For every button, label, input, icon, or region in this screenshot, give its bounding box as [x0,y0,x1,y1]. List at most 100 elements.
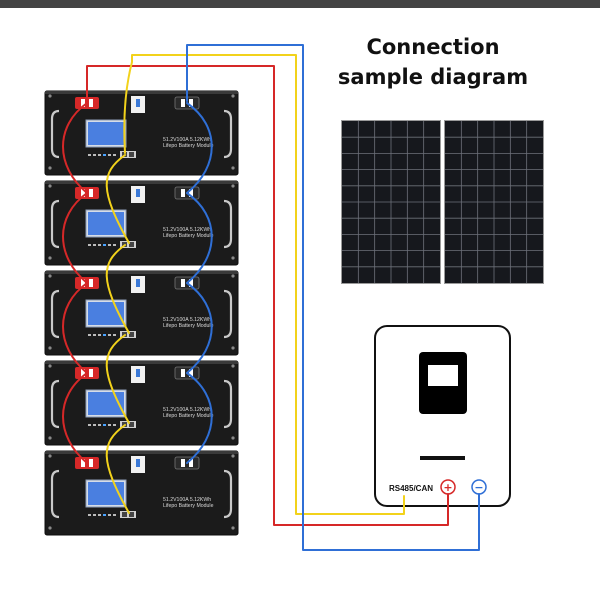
status-led [98,424,101,426]
positive-link-wire [62,282,88,374]
mounting-hole [48,274,52,278]
breaker-lever [136,369,140,377]
negative-link-wire [186,102,213,194]
status-led [113,514,116,516]
terminal-bolt [181,99,185,107]
main-positive-wire [86,65,449,526]
status-led [93,424,96,426]
terminal-bolt [189,369,193,377]
mounting-hole [48,166,52,170]
rj45-socket [129,422,134,427]
left-handle [50,199,60,249]
lcd-screen [88,122,124,145]
diagram-title: Connection sample diagram [318,32,548,92]
left-handle [50,109,60,159]
negative-link-wire [186,282,213,374]
right-handle [223,199,233,249]
status-led [103,424,106,426]
mounting-hole [231,454,235,458]
rj45-socket [129,242,134,247]
rj45-socket [122,512,127,517]
communication-port [120,331,136,338]
terminal-bolt [89,189,93,197]
communication-port [120,151,136,158]
inverter: RS485/CAN + − [374,325,511,507]
status-led [88,424,91,426]
mounting-hole [48,94,52,98]
battery-top-edge [45,91,238,94]
status-led [108,514,111,516]
status-led [93,514,96,516]
status-led [108,154,111,156]
mounting-hole [48,526,52,530]
negative-link-wire [186,372,213,464]
terminal-bolt [189,189,193,197]
breaker-lever [136,279,140,287]
terminal-bolt [89,459,93,467]
lcd-screen [88,482,124,505]
top-bar [0,0,600,8]
positive-link-wire [62,372,88,464]
status-led [93,244,96,246]
status-led [108,244,111,246]
mounting-hole [231,364,235,368]
status-led [113,334,116,336]
terminal-bolt [81,189,85,197]
module-spec-text: 51.2V100A 5.12KWh [163,497,211,503]
status-led [98,244,101,246]
mounting-hole [231,166,235,170]
rj45-socket [129,332,134,337]
main-negative-wire [186,44,480,551]
positive-link-wire [62,102,88,194]
right-handle [223,469,233,519]
module-type-text: Lifepo Battery Module [163,413,214,419]
mounting-hole [231,274,235,278]
positive-link-wire [62,192,88,284]
left-handle [50,469,60,519]
battery-top-edge [45,451,238,454]
module-spec-text: 51.2V100A 5.12KWh [163,407,211,413]
mounting-hole [231,256,235,260]
status-led [113,424,116,426]
communication-link-wire [105,334,130,424]
mounting-hole [231,94,235,98]
right-handle [223,109,233,159]
negative-link-wire [186,192,213,284]
right-handle [223,289,233,339]
inverter-display-screen [428,365,458,386]
status-led [98,334,101,336]
rj45-socket [129,152,134,157]
terminal-bolt [189,279,193,287]
mounting-hole [48,346,52,350]
mounting-hole [48,184,52,188]
battery-top-edge [45,181,238,184]
lcd-screen [88,212,124,235]
module-spec-text: 51.2V100A 5.12KWh [163,317,211,323]
terminal-bolt [89,279,93,287]
communication-link-wire [105,154,130,244]
mounting-hole [48,364,52,368]
communication-port [120,421,136,428]
mounting-hole [231,526,235,530]
solar-panel-array [341,120,544,284]
status-led [103,244,106,246]
module-type-text: Lifepo Battery Module [163,233,214,239]
positive-symbol: + [443,481,452,494]
status-led [113,154,116,156]
solar-panel [341,120,441,284]
main-communication-wire [123,54,405,515]
status-led [103,514,106,516]
terminal-bolt [181,189,185,197]
module-spec-text: 51.2V100A 5.12KWh [163,227,211,233]
terminal-bolt [81,369,85,377]
terminal-bolt [81,459,85,467]
mounting-hole [48,256,52,260]
lcd-screen [88,302,124,325]
mounting-hole [48,454,52,458]
